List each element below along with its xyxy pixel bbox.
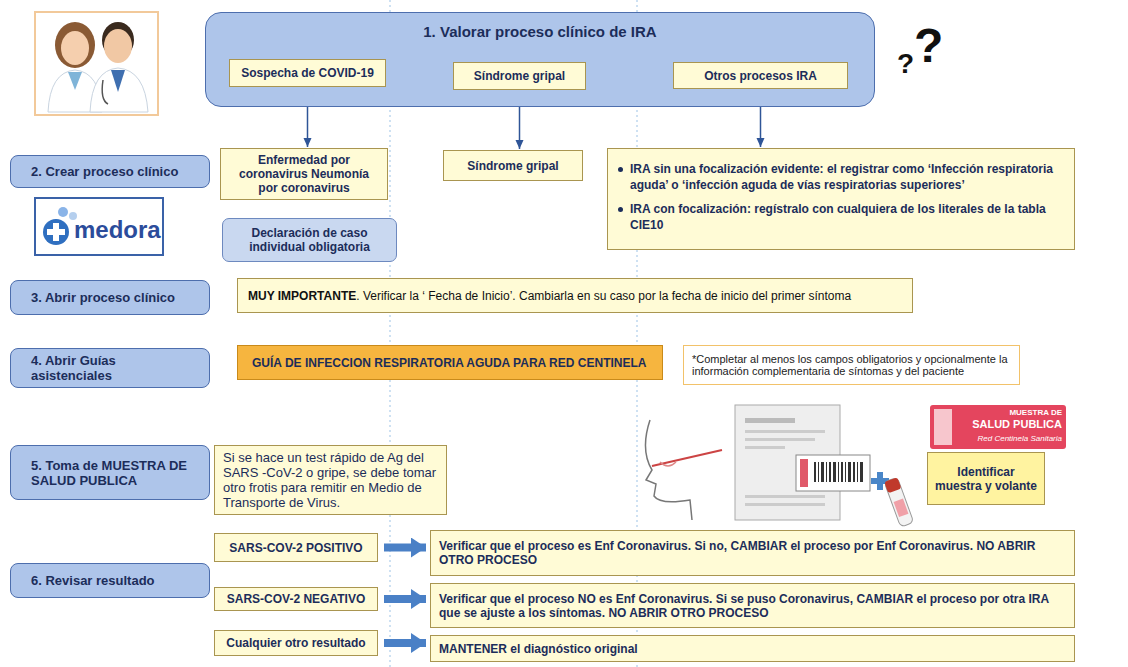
box-text: MANTENER el diagnóstico original: [439, 642, 1066, 656]
block-arrow: [384, 639, 426, 647]
box-text: Identificar muestra y volante: [934, 465, 1038, 493]
question-mark: ?: [914, 18, 943, 73]
step-tab: 5. Toma de MUESTRA DE SALUD PUBLICA: [10, 445, 210, 500]
bullet-text: IRA sin una focalización evidente: el re…: [616, 161, 1064, 193]
medora-logo: [35, 198, 163, 255]
box-text: Otros procesos IRA: [680, 69, 841, 83]
box-text: Verificar que el proceso NO es Enf Coron…: [439, 592, 1066, 620]
sticker-text: MUESTRA DE: [956, 408, 1062, 417]
box-text: 6. Revisar resultado: [31, 573, 199, 588]
barcode-label: [796, 455, 870, 491]
instruction-box: MANTENER el diagnóstico original: [430, 635, 1075, 662]
instruction-box: Verificar que el proceso es Enf Coronavi…: [430, 530, 1075, 576]
box-text: Verificar que el proceso es Enf Coronavi…: [439, 539, 1066, 567]
box-text: GUÍA DE INFECCION RESPIRATORIA AGUDA PAR…: [252, 356, 648, 370]
box-text: Síndrome gripal: [460, 69, 579, 83]
sticker-text: Red Centinela Sanitaria: [956, 434, 1062, 443]
box-text: Declaración de caso individual obligator…: [231, 226, 388, 254]
box-text: SARS-COV-2 NEGATIVO: [223, 592, 369, 606]
step-tab: 2. Crear proceso clínico: [10, 155, 210, 188]
logo-text: medora: [74, 216, 161, 244]
sample-label-sticker: [930, 405, 1066, 449]
box-text: SARS-COV-2 POSITIVO: [223, 541, 369, 555]
swab-illustration: [645, 420, 722, 520]
highlight-box: Identificar muestra y volante: [927, 452, 1045, 505]
question-mark: ?: [897, 48, 914, 80]
doctor-icon: [35, 12, 158, 115]
bullet-text: IRA con focalización: regístralo con cua…: [616, 201, 1064, 233]
process-box: Enfermedad por coronavirus Neumonía por …: [220, 148, 388, 200]
block-arrow: [384, 544, 426, 552]
box-text: Cualquier otro resultado: [223, 636, 369, 650]
bullet-dot: [618, 167, 623, 172]
text-line: MUY IMPORTANTE. Verificar la ‘ Fecha de …: [248, 289, 851, 303]
process-box: Síndrome gripal: [443, 150, 583, 181]
box-text: 2. Crear proceso clínico: [31, 164, 199, 179]
instruction-box: Verificar que el proceso NO es Enf Coron…: [430, 583, 1075, 628]
step-tab: 4. Abrir Guías asistenciales: [10, 348, 210, 388]
option-box: Sospecha de COVID-19: [229, 59, 386, 87]
option-box: Otros procesos IRA: [673, 62, 848, 89]
box-text: 4. Abrir Guías asistenciales: [31, 353, 199, 383]
phase-panel: 1. Valorar proceso clínico de IRA Sospech…: [205, 12, 875, 107]
guide-box: GUÍA DE INFECCION RESPIRATORIA AGUDA PAR…: [237, 345, 663, 380]
result-box: Cualquier otro resultado: [214, 630, 378, 656]
note-box: *Completar al menos los campos obligator…: [683, 345, 1020, 385]
step-tab: 3. Abrir proceso clínico: [10, 280, 210, 315]
instruction-box: IRA sin una focalización evidente: el re…: [607, 148, 1075, 250]
instruction-box: MUY IMPORTANTE. Verificar la ‘ Fecha de …: [237, 278, 913, 313]
step-tab: 6. Revisar resultado: [10, 563, 210, 598]
box-text: Enfermedad por coronavirus Neumonía por …: [229, 153, 379, 195]
declaration-box: Declaración de caso individual obligator…: [222, 218, 397, 262]
sticker-text: SALUD PUBLICA: [956, 418, 1062, 430]
block-arrow: [384, 595, 426, 603]
instruction-box: Si se hace un test rápido de Ag del SARS…: [214, 445, 447, 515]
box-text: MUY IMPORTANTE: [248, 289, 356, 303]
box-text: Si se hace un test rápido de Ag del SARS…: [223, 450, 438, 510]
box-text: Síndrome gripal: [452, 159, 574, 173]
box-text: *Completar al menos los campos obligator…: [692, 353, 1011, 377]
sample-vial: [884, 477, 914, 527]
result-box: SARS-COV-2 POSITIVO: [214, 533, 378, 562]
box-text: 1. Valorar proceso clínico de IRA: [206, 23, 874, 40]
option-box: Síndrome gripal: [453, 62, 586, 90]
box-text: 5. Toma de MUESTRA DE SALUD PUBLICA: [31, 458, 199, 488]
box-text: 3. Abrir proceso clínico: [31, 290, 199, 305]
result-box: SARS-COV-2 NEGATIVO: [214, 587, 378, 611]
bullet-dot: [618, 207, 623, 212]
box-text: . Verificar la ‘ Fecha de Inicio’. Cambi…: [356, 289, 851, 303]
box-text: Sospecha de COVID-19: [236, 66, 379, 80]
